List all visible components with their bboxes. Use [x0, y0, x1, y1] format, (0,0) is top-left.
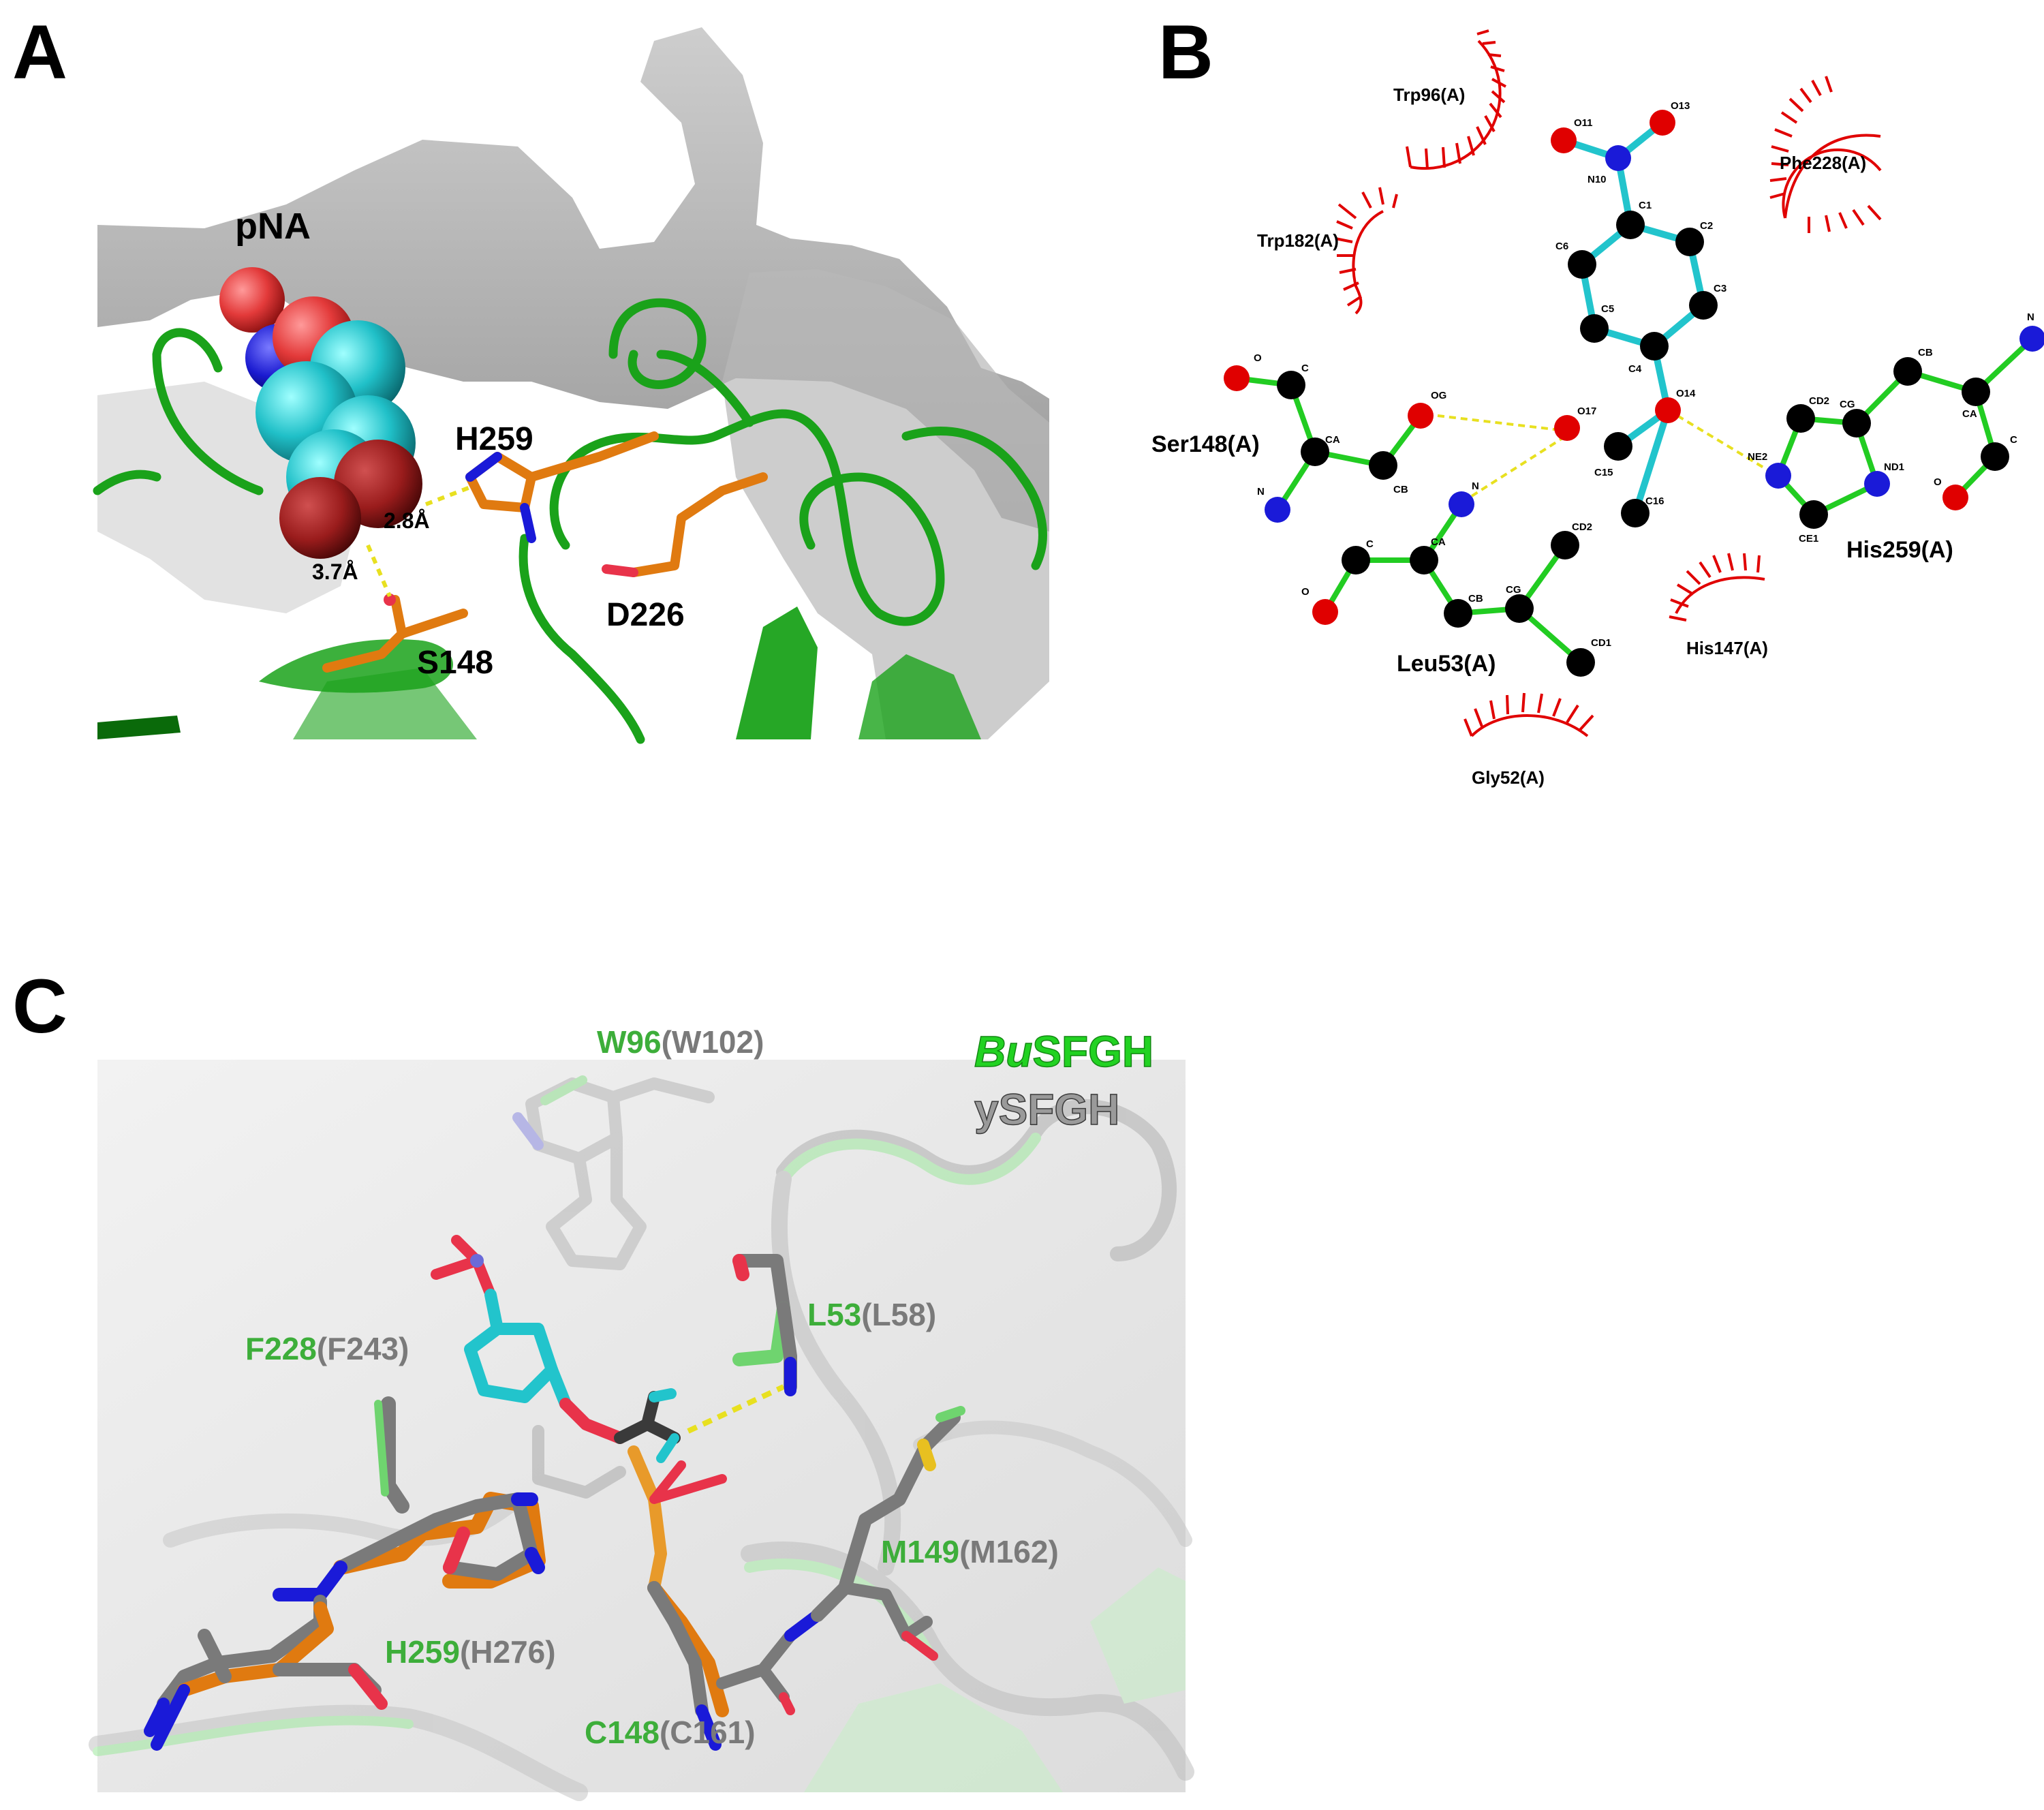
panel-c-letter: C — [12, 964, 67, 1049]
panel-a-letter: A — [12, 10, 67, 95]
hydrophobic-label-phe228: Phe228(A) — [1780, 153, 1866, 173]
ligand-sticks — [431, 1235, 681, 1463]
svg-text:C3: C3 — [1714, 283, 1726, 294]
hydrophobic-label-trp182: Trp182(A) — [1257, 230, 1339, 251]
ligplot-hbonds — [1437, 414, 1769, 497]
panel-b: B Trp96(A) Phe228(A) Trp182(A) His147(A)… — [1151, 10, 2044, 788]
svg-text:CG: CG — [1506, 584, 1521, 596]
label-h259: H259 — [455, 421, 533, 457]
c148-sticks — [628, 1445, 824, 1751]
residue-label-m149: M149(M162) — [881, 1534, 1059, 1569]
hydrophobic-label-his147: His147(A) — [1686, 638, 1768, 658]
legend-busfgh: BuSFGH — [974, 1027, 1153, 1076]
svg-text:CA: CA — [1431, 536, 1446, 548]
h259-sticks — [144, 1425, 626, 1751]
svg-text:CG: CG — [1840, 399, 1855, 410]
svg-text:C5: C5 — [1601, 303, 1614, 315]
residue-label-his259: His259(A) — [1846, 537, 1953, 563]
label-s148: S148 — [417, 645, 493, 681]
panel-c-residue-labels: W96(W102) L53(L58) F228(F243) M149(M162)… — [245, 1024, 1059, 1750]
m149-sticks — [811, 1406, 965, 1661]
active-site-sticks — [322, 431, 768, 673]
svg-text:O13: O13 — [1671, 100, 1690, 112]
residue-label-h259-c: H259(H276) — [385, 1634, 556, 1670]
svg-text:CD2: CD2 — [1572, 521, 1592, 533]
svg-text:CE1: CE1 — [1799, 533, 1818, 544]
svg-text:C2: C2 — [1700, 220, 1713, 232]
panel-c-render — [89, 1060, 1194, 1801]
f228-sticks — [374, 1396, 409, 1514]
svg-text:C4: C4 — [1628, 363, 1642, 375]
l53-sticks — [732, 1254, 797, 1396]
label-distance-28: 2.8Å — [384, 508, 430, 533]
svg-text:CA: CA — [1962, 408, 1977, 420]
svg-text:N: N — [1257, 486, 1265, 497]
residue-label-c148: C148(C161) — [585, 1715, 756, 1750]
ligplot-atom-labels: O11 O13 N10 C1 C2 C3 C4 C5 C6 O14 O17 C1… — [1254, 100, 2034, 649]
label-distance-37: 3.7Å — [312, 559, 358, 584]
panel-a-render — [93, 27, 1049, 744]
panel-c: C — [12, 964, 1194, 1801]
hydrophobic-label-trp96: Trp96(A) — [1393, 85, 1465, 105]
svg-text:OG: OG — [1431, 390, 1446, 401]
svg-text:CB: CB — [1393, 484, 1408, 495]
svg-text:O14: O14 — [1676, 388, 1696, 399]
residue-label-leu53: Leu53(A) — [1397, 651, 1496, 677]
svg-text:NE2: NE2 — [1748, 451, 1767, 463]
ligand-bonds — [1560, 119, 1707, 517]
residue-label-ser148: Ser148(A) — [1151, 431, 1260, 457]
svg-text:C15: C15 — [1594, 467, 1613, 478]
panel-a: A — [12, 10, 1049, 744]
svg-text:CB: CB — [1918, 347, 1933, 358]
svg-text:O: O — [1301, 586, 1310, 598]
svg-text:O17: O17 — [1577, 405, 1596, 417]
svg-text:ND1: ND1 — [1884, 461, 1904, 473]
svg-text:CD1: CD1 — [1591, 637, 1611, 649]
panel-c-legend: BuSFGH ySFGH — [974, 1026, 1154, 1135]
hydrophobic-label-gly52: Gly52(A) — [1472, 767, 1545, 788]
svg-text:CB: CB — [1468, 593, 1483, 604]
protein-cartoon — [93, 298, 1047, 744]
protein-surface — [97, 27, 1049, 532]
svg-text:C16: C16 — [1645, 495, 1664, 507]
svg-text:O: O — [1254, 352, 1262, 364]
svg-text:N: N — [1472, 480, 1479, 492]
svg-text:C: C — [1301, 363, 1309, 374]
label-pna: pNA — [235, 206, 311, 247]
svg-text:O11: O11 — [1574, 117, 1593, 129]
pna-ligand-spheres — [219, 267, 422, 559]
svg-text:N: N — [2027, 311, 2034, 323]
svg-text:C: C — [1366, 538, 1374, 550]
svg-text:N10: N10 — [1588, 174, 1607, 185]
panel-b-letter: B — [1158, 10, 1213, 95]
residue-label-l53: L53(L58) — [807, 1297, 936, 1332]
svg-text:CA: CA — [1325, 434, 1340, 446]
hydrophobic-contacts — [1335, 29, 1882, 737]
svg-text:C1: C1 — [1639, 200, 1652, 211]
svg-text:CD2: CD2 — [1809, 395, 1829, 407]
svg-text:O: O — [1934, 476, 1942, 488]
label-d226: D226 — [606, 597, 685, 633]
ligplot-atoms — [1224, 110, 2044, 677]
legend-ysfgh: ySFGH — [974, 1085, 1119, 1134]
residue-label-w96: W96(W102) — [597, 1024, 764, 1060]
svg-text:C: C — [2010, 434, 2017, 446]
residue-label-f228: F228(F243) — [245, 1331, 409, 1366]
svg-text:C6: C6 — [1555, 241, 1568, 252]
